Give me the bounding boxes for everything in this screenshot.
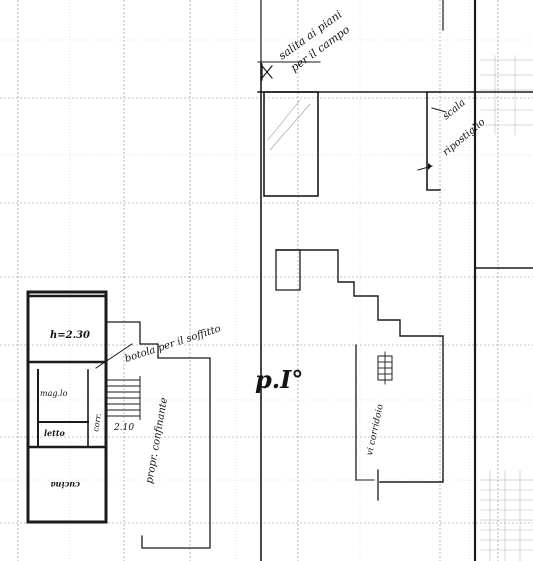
top-note-leader (261, 63, 273, 81)
left-room-corridor: corr. (91, 412, 103, 432)
left-room-kitchen: cucina (50, 480, 80, 490)
left-room-height: h=2.30 (50, 330, 90, 341)
main-building-outline (257, 0, 533, 561)
left-apartment-plan (26, 290, 211, 549)
right-room-label-a: scala (441, 97, 468, 122)
small-height-note: 2.10 (113, 423, 134, 433)
left-room-bedroom: mag.lo (40, 389, 68, 398)
side-note: propr. confinante (144, 397, 170, 485)
floor-label: p.I° (255, 365, 303, 394)
first-floor-outline (275, 249, 444, 501)
left-room-bath: letto (44, 428, 66, 438)
right-room-label-b: ripostiglio (441, 117, 488, 159)
stair-bracket (417, 91, 447, 191)
void-rectangle (263, 91, 319, 197)
corridor-note: vi corridoio (365, 403, 386, 457)
